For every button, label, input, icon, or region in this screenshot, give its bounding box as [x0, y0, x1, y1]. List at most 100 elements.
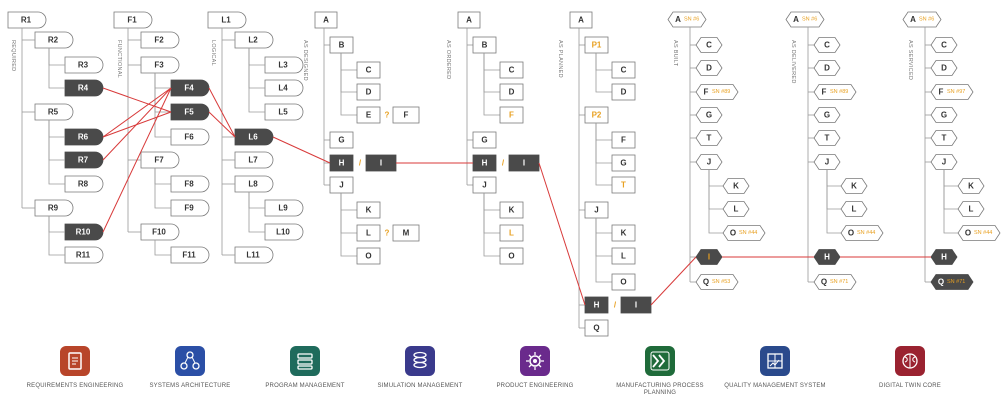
- solution-label: PRODUCT ENGINEERING: [496, 383, 574, 389]
- designed-branch: [340, 193, 357, 211]
- designed-branch: [340, 53, 357, 116]
- node-label: K: [733, 182, 739, 191]
- node-label: A: [793, 15, 799, 24]
- node-label: P1: [592, 41, 602, 50]
- planned-node-d: D: [611, 83, 636, 101]
- node-label: L: [734, 205, 739, 214]
- serviced-node-j: J: [930, 154, 958, 170]
- req-branch: [48, 120, 65, 185]
- node-label: L1: [221, 16, 231, 25]
- delivered-node-d: D: [813, 60, 841, 76]
- node-label: L7: [248, 156, 258, 165]
- designed-header-node: A: [314, 11, 338, 29]
- node-label: J: [707, 158, 711, 167]
- designed-node-d: D: [356, 83, 381, 101]
- node-label: J: [482, 181, 486, 190]
- node-label: O: [730, 229, 736, 238]
- node-label: L: [852, 205, 857, 214]
- fun-header-node: F1: [113, 11, 153, 29]
- req-branch: [48, 48, 65, 89]
- node-label: G: [481, 136, 487, 145]
- log-node-l8: L8: [234, 175, 274, 193]
- req-node-r2: R2: [34, 31, 74, 49]
- solution-prd[interactable]: PRODUCT ENGINEERING: [475, 346, 595, 418]
- fun-column-label: FUNCTIONAL: [116, 40, 122, 78]
- solution-pgm[interactable]: PROGRAM MANAGEMENT: [245, 346, 365, 418]
- solution-req[interactable]: REQUIREMENTS ENGINEERING: [15, 346, 135, 418]
- designed-branch: [340, 53, 357, 71]
- node-label: F7: [154, 156, 164, 165]
- log-branch: [248, 48, 265, 89]
- log-branch: [248, 192, 265, 209]
- trace-link-f5-l6: [208, 111, 236, 138]
- node-label: D: [706, 64, 712, 73]
- designed-node-j: J: [329, 176, 354, 194]
- built-node-i: I: [695, 249, 723, 265]
- node-label: I: [635, 301, 637, 310]
- node-label: F: [704, 88, 709, 97]
- req-branch: [48, 216, 65, 256]
- node-label: D: [366, 88, 372, 97]
- solution-label: QUALITY MANAGEMENT SYSTEM: [724, 383, 826, 389]
- ordered-node-o: O: [499, 247, 524, 265]
- solution-sys[interactable]: SYSTEMS ARCHITECTURE: [130, 346, 250, 418]
- node-label: R9: [48, 204, 59, 213]
- designed-node-g: G: [329, 131, 354, 149]
- log-branch: [248, 192, 265, 233]
- req-branch: [48, 216, 65, 233]
- serial-number: SN #6: [919, 17, 934, 23]
- solution-mpp[interactable]: MANUFACTURING PROCESS PLANNING: [600, 346, 720, 418]
- fun-node-f11: F11: [170, 246, 210, 264]
- node-label: H: [941, 253, 947, 262]
- node-label: G: [338, 136, 344, 145]
- grid-icon: [760, 346, 790, 376]
- log-node-l9: L9: [264, 199, 304, 217]
- node-label: L6: [248, 133, 258, 142]
- node-label: R11: [76, 251, 91, 260]
- designed-node-l: L: [356, 224, 381, 242]
- solution-sim[interactable]: SIMULATION MANAGEMENT: [360, 346, 480, 418]
- built-column-label: AS BUILT: [672, 40, 678, 67]
- planned-node-h: H: [584, 296, 609, 314]
- solution-dtc[interactable]: DIGITAL TWIN CORE: [850, 346, 970, 418]
- req-node-r6: R6: [64, 128, 104, 146]
- node-label: R10: [76, 228, 91, 237]
- node-label: H: [594, 301, 600, 310]
- node-label: F: [404, 111, 409, 120]
- serviced-node-d: D: [930, 60, 958, 76]
- fun-node-f10: F10: [140, 223, 180, 241]
- fun-node-f9: F9: [170, 199, 210, 217]
- log-node-l10: L10: [264, 223, 304, 241]
- node-label: F: [509, 111, 514, 120]
- network-icon: [175, 346, 205, 376]
- req-node-r4: R4: [64, 79, 104, 97]
- node-label: Q: [821, 278, 827, 287]
- serial-number: SN #44: [857, 230, 875, 236]
- node-label: Q: [938, 278, 944, 287]
- node-label: A: [466, 16, 472, 25]
- planned-node-l: L: [611, 247, 636, 265]
- serviced-node-l: L: [957, 201, 985, 217]
- req-node-r10: R10: [64, 223, 104, 241]
- node-label: F4: [184, 84, 194, 93]
- designed-separator: ?: [385, 229, 390, 238]
- node-label: F5: [184, 108, 194, 117]
- node-label: F: [621, 136, 626, 145]
- node-label: E: [366, 111, 372, 120]
- node-label: K: [366, 206, 372, 215]
- planned-header-node: A: [569, 11, 593, 29]
- node-label: T: [707, 134, 712, 143]
- node-label: F: [939, 88, 944, 97]
- log-branch: [248, 48, 265, 113]
- solution-label: MANUFACTURING PROCESS PLANNING: [616, 383, 704, 396]
- node-label: L8: [248, 180, 258, 189]
- designed-separator: /: [359, 159, 362, 168]
- planned-node-g: G: [611, 154, 636, 172]
- fun-node-f8: F8: [170, 175, 210, 193]
- node-label: D: [824, 64, 830, 73]
- trace-link-r10-f4: [102, 87, 172, 233]
- solution-qms[interactable]: QUALITY MANAGEMENT SYSTEM: [715, 346, 835, 418]
- node-label: L2: [248, 36, 258, 45]
- node-label: F: [822, 88, 827, 97]
